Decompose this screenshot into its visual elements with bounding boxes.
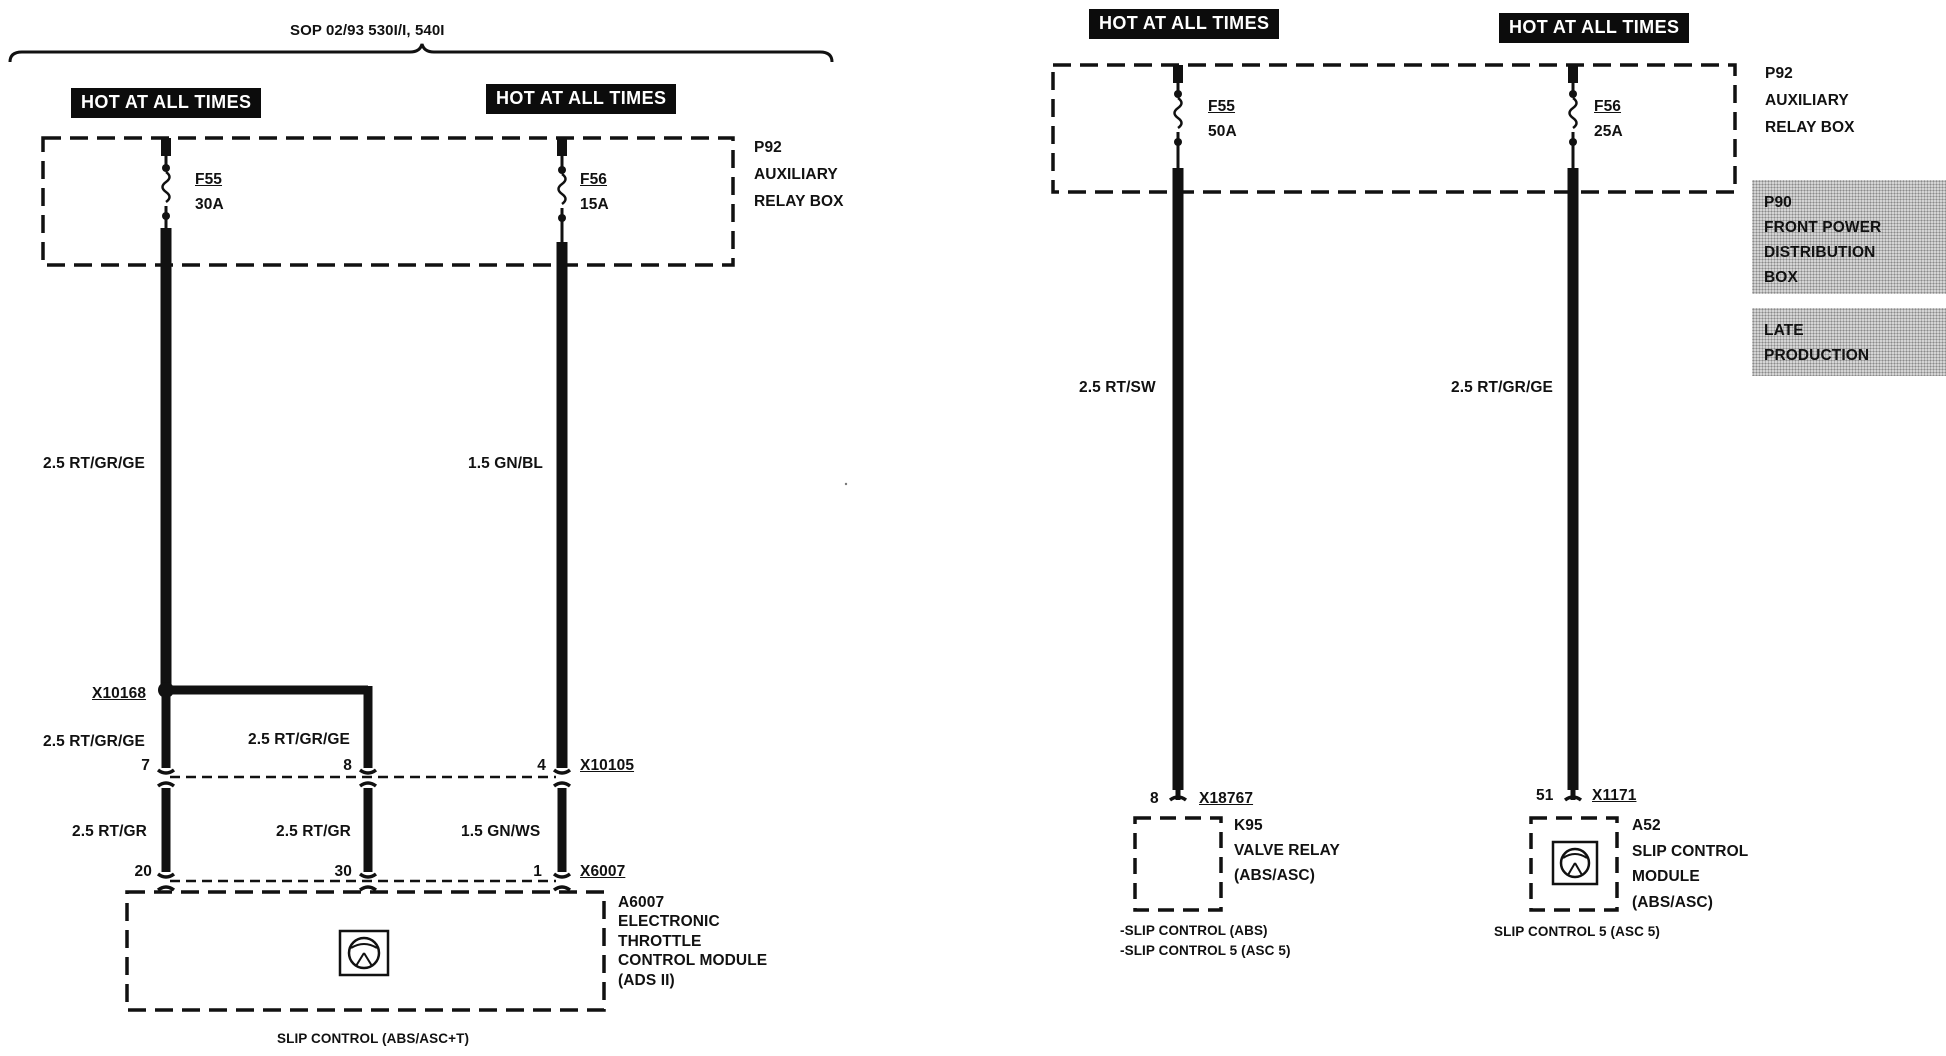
pin-label: 7 <box>141 757 150 774</box>
fuse-f56-left-icon <box>557 172 567 206</box>
fuse-f56-right-rating: 25A <box>1594 123 1623 140</box>
fuse-f55-right-icon <box>1173 96 1183 130</box>
module-a52-label: A52 SLIP CONTROL MODULE (ABS/ASC) <box>1632 817 1749 911</box>
fuse-f56-left-id: F56 <box>580 171 608 188</box>
left-caption: SLIP CONTROL (ABS/ASC+T) <box>277 1031 470 1046</box>
header-bracket-label: SOP 02/93 530I/I, 540I <box>290 22 445 39</box>
relay-k95-caption: -SLIP CONTROL (ABS) -SLIP CONTROL 5 (ASC… <box>1120 923 1291 958</box>
fuse-f55-left-rating: 30A <box>195 196 224 213</box>
splice-x10168-label: X10168 <box>92 685 147 702</box>
pin-label: 4 <box>537 757 546 774</box>
left-wire-a-label: 2.5 RT/GR/GE <box>43 455 145 472</box>
hot-at-all-times-label: HOT AT ALL TIMES <box>1499 13 1690 43</box>
fuse-f56-right-icon <box>1568 96 1578 130</box>
lower-wire-label: 2.5 RT/GR <box>276 823 351 840</box>
right-wire-a-label: 2.5 RT/SW <box>1079 379 1156 396</box>
hot-at-all-times-label: HOT AT ALL TIMES <box>1089 9 1280 39</box>
module-a6007-icon <box>338 929 390 977</box>
connector-x18767-label: X18767 <box>1199 790 1254 807</box>
module-a52-caption: SLIP CONTROL 5 (ASC 5) <box>1494 924 1660 939</box>
fuse-f56-left-rating: 15A <box>580 196 609 213</box>
hot-at-all-times-label: HOT AT ALL TIMES <box>71 88 262 118</box>
pin-label: 8 <box>1150 790 1159 807</box>
lower-wire-label: 1.5 GN/WS <box>461 823 541 840</box>
right-wire-b-label: 2.5 RT/GR/GE <box>1451 379 1553 396</box>
connector-x1171-label: X1171 <box>1592 787 1637 804</box>
branch-wire-2-label: 2.5 RT/GR/GE <box>248 731 350 748</box>
fuse-f55-right-id: F55 <box>1208 98 1236 115</box>
pin-label: 20 <box>134 863 152 880</box>
module-a52-icon <box>1551 840 1599 886</box>
header-bracket <box>8 43 834 63</box>
left-relay-box-label: P92 AUXILIARY RELAY BOX <box>754 139 844 210</box>
front-power-distribution-box-label: P90 FRONT POWER DISTRIBUTION BOX <box>1764 194 1882 286</box>
hot-at-all-times-label: HOT AT ALL TIMES <box>486 84 677 114</box>
relay-k95-outline <box>1133 816 1223 912</box>
pin-label: 1 <box>533 863 542 880</box>
pin-label: 8 <box>343 757 352 774</box>
right-relay-box-label: P92 AUXILIARY RELAY BOX <box>1765 65 1855 136</box>
fuse-f55-right-rating: 50A <box>1208 123 1237 140</box>
module-a6007-label: A6007 ELECTRONIC THROTTLE CONTROL MODULE… <box>618 894 768 989</box>
fuse-f55-left-id: F55 <box>195 171 223 188</box>
fuse-f56-right-id: F56 <box>1594 98 1622 115</box>
fuse-f55-left-icon <box>161 170 171 204</box>
late-production-shading <box>1752 308 1946 376</box>
module-a52-outline <box>1529 816 1619 912</box>
connector-x10105-label: X10105 <box>580 757 635 774</box>
right-relay-box-outline <box>1051 63 1737 194</box>
late-production-label: LATE PRODUCTION <box>1764 322 1870 364</box>
left-relay-box-outline <box>41 136 735 267</box>
lower-wire-label: 2.5 RT/GR <box>72 823 147 840</box>
pin-label: 51 <box>1536 787 1554 804</box>
left-wire-b-label: 1.5 GN/BL <box>468 455 543 472</box>
front-box-shading <box>1752 180 1946 294</box>
pin-label: 30 <box>334 863 352 880</box>
branch-wire-1-label: 2.5 RT/GR/GE <box>43 733 145 750</box>
relay-k95-label: K95 VALVE RELAY (ABS/ASC) <box>1234 817 1340 884</box>
connector-x6007-label: X6007 <box>580 863 626 880</box>
